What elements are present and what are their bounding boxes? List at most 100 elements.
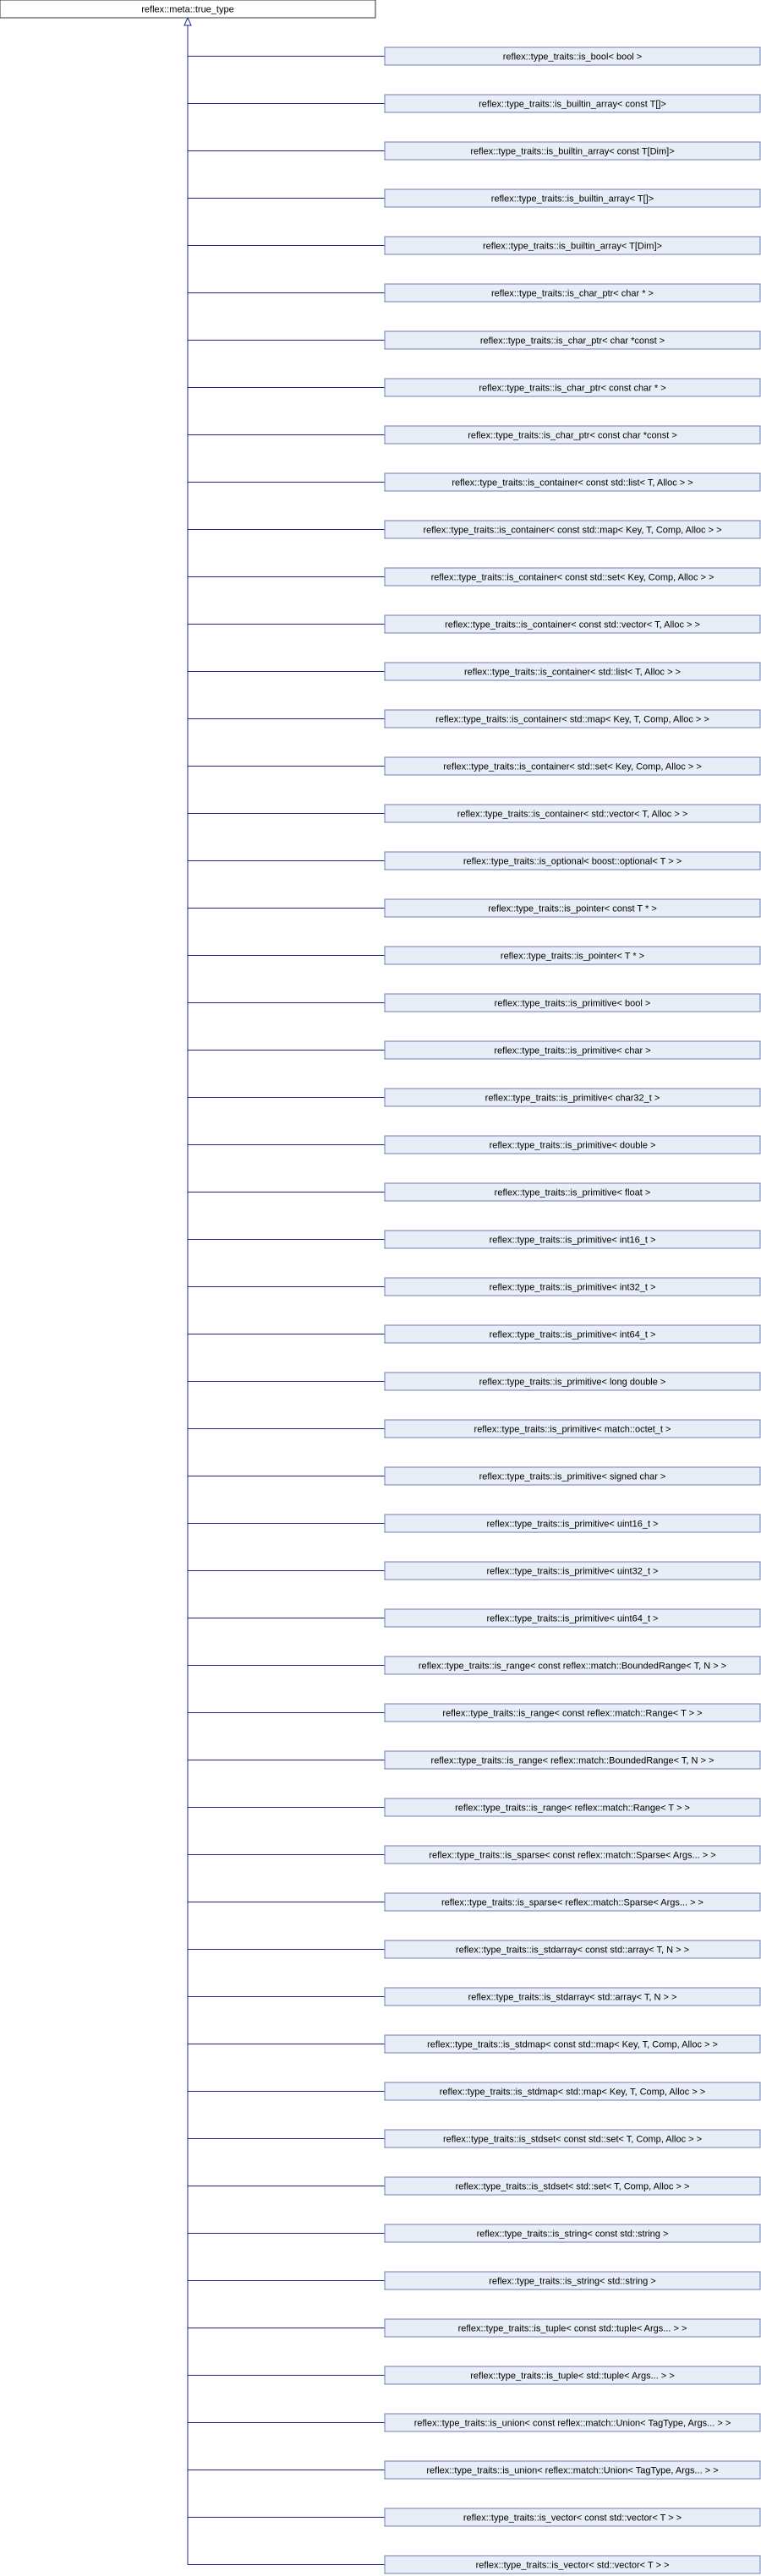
- derived-class-label: reflex::type_traits::is_primitive< uint3…: [487, 1567, 659, 1577]
- derived-class-node[interactable]: reflex::type_traits::is_range< const ref…: [384, 1703, 761, 1722]
- derived-class-label: reflex::type_traits::is_primitive< long …: [479, 1378, 666, 1388]
- derived-class-node[interactable]: reflex::type_traits::is_builtin_array< c…: [384, 141, 761, 161]
- derived-class-box: [384, 898, 761, 918]
- derived-class-node[interactable]: reflex::type_traits::is_primitive< uint1…: [384, 1514, 761, 1533]
- derived-class-node[interactable]: reflex::type_traits::is_union< reflex::m…: [384, 2460, 761, 2480]
- derived-class-node[interactable]: reflex::type_traits::is_string< const st…: [384, 2224, 761, 2243]
- derived-class-label: reflex::type_traits::is_primitive< int32…: [490, 1283, 656, 1293]
- derived-class-label: reflex::type_traits::is_stdmap< const st…: [427, 2040, 718, 2050]
- derived-class-node[interactable]: reflex::type_traits::is_char_ptr< const …: [384, 425, 761, 445]
- derived-class-box: [384, 567, 761, 587]
- derived-class-node[interactable]: reflex::type_traits::is_primitive< signe…: [384, 1466, 761, 1486]
- derived-class-node[interactable]: reflex::type_traits::is_range< reflex::m…: [384, 1798, 761, 1817]
- derived-class-label: reflex::type_traits::is_stdset< const st…: [443, 2135, 702, 2145]
- derived-class-box: [384, 2555, 761, 2574]
- derived-class-box: [384, 1230, 761, 1249]
- derived-class-node[interactable]: reflex::type_traits::is_container< const…: [384, 614, 761, 634]
- derived-class-node[interactable]: reflex::type_traits::is_builtin_array< T…: [384, 236, 761, 255]
- derived-class-node[interactable]: reflex::type_traits::is_pointer< T * >: [384, 946, 761, 965]
- derived-class-node[interactable]: reflex::type_traits::is_sparse< reflex::…: [384, 1892, 761, 1912]
- derived-class-label: reflex::type_traits::is_stdset< std::set…: [456, 2182, 690, 2192]
- derived-class-label: reflex::type_traits::is_primitive< match…: [474, 1425, 671, 1435]
- derived-class-box: [384, 1514, 761, 1533]
- derived-class-node[interactable]: reflex::type_traits::is_primitive< uint3…: [384, 1561, 761, 1580]
- derived-class-label: reflex::type_traits::is_range< const ref…: [419, 1662, 726, 1672]
- derived-class-node[interactable]: reflex::type_traits::is_primitive< char …: [384, 1040, 761, 1060]
- derived-class-node[interactable]: reflex::type_traits::is_primitive< int32…: [384, 1277, 761, 1296]
- derived-class-node[interactable]: reflex::type_traits::is_char_ptr< char *…: [384, 283, 761, 303]
- derived-class-box: [384, 1040, 761, 1060]
- derived-class-node[interactable]: reflex::type_traits::is_container< const…: [384, 472, 761, 492]
- derived-class-box: [384, 2224, 761, 2243]
- derived-class-node[interactable]: reflex::type_traits::is_bool< bool >: [384, 46, 761, 66]
- derived-class-box: [384, 614, 761, 634]
- derived-class-box: [384, 2082, 761, 2101]
- derived-class-box: [384, 1750, 761, 1770]
- derived-class-node[interactable]: reflex::type_traits::is_stdarray< const …: [384, 1940, 761, 1959]
- derived-class-node[interactable]: reflex::type_traits::is_primitive< int64…: [384, 1324, 761, 1344]
- derived-class-node[interactable]: reflex::type_traits::is_pointer< const T…: [384, 898, 761, 918]
- derived-class-label: reflex::type_traits::is_range< reflex::m…: [431, 1756, 714, 1766]
- derived-class-node[interactable]: reflex::type_traits::is_primitive< long …: [384, 1372, 761, 1391]
- derived-class-node[interactable]: reflex::type_traits::is_vector< const st…: [384, 2508, 761, 2527]
- derived-class-label: reflex::type_traits::is_container< const…: [431, 573, 714, 583]
- root-node[interactable]: reflex::meta::true_type: [0, 0, 376, 19]
- derived-class-node[interactable]: reflex::type_traits::is_container< std::…: [384, 662, 761, 681]
- derived-class-node[interactable]: reflex::type_traits::is_primitive< bool …: [384, 993, 761, 1012]
- derived-class-node[interactable]: reflex::type_traits::is_container< std::…: [384, 756, 761, 776]
- derived-class-box: [384, 1940, 761, 1959]
- derived-class-node[interactable]: reflex::type_traits::is_stdset< std::set…: [384, 2176, 761, 2196]
- derived-class-node[interactable]: reflex::type_traits::is_range< const ref…: [384, 1656, 761, 1675]
- derived-class-node[interactable]: reflex::type_traits::is_container< const…: [384, 520, 761, 539]
- derived-class-box: [384, 1798, 761, 1817]
- derived-class-label: reflex::type_traits::is_container< const…: [445, 620, 700, 630]
- derived-class-label: reflex::type_traits::is_primitive< uint6…: [487, 1614, 659, 1624]
- derived-class-node[interactable]: reflex::type_traits::is_string< std::str…: [384, 2271, 761, 2290]
- derived-class-node[interactable]: reflex::type_traits::is_vector< std::vec…: [384, 2555, 761, 2574]
- derived-class-node[interactable]: reflex::type_traits::is_stdset< const st…: [384, 2129, 761, 2148]
- derived-class-label: reflex::type_traits::is_primitive< uint1…: [487, 1520, 659, 1530]
- derived-class-box: [384, 1987, 761, 2006]
- derived-class-node[interactable]: reflex::type_traits::is_builtin_array< c…: [384, 94, 761, 113]
- derived-class-node[interactable]: reflex::type_traits::is_builtin_array< T…: [384, 188, 761, 208]
- derived-class-node[interactable]: reflex::type_traits::is_char_ptr< const …: [384, 378, 761, 397]
- derived-class-box: [384, 1656, 761, 1675]
- derived-class-node[interactable]: reflex::type_traits::is_tuple< std::tupl…: [384, 2366, 761, 2385]
- derived-class-node[interactable]: reflex::type_traits::is_stdmap< const st…: [384, 2034, 761, 2054]
- derived-class-label: reflex::type_traits::is_primitive< char …: [494, 1046, 650, 1056]
- derived-class-label: reflex::type_traits::is_char_ptr< const …: [468, 431, 677, 441]
- derived-class-node[interactable]: reflex::type_traits::is_union< const ref…: [384, 2413, 761, 2432]
- derived-class-node[interactable]: reflex::type_traits::is_char_ptr< char *…: [384, 330, 761, 350]
- derived-class-node[interactable]: reflex::type_traits::is_stdmap< std::map…: [384, 2082, 761, 2101]
- derived-class-box: [384, 236, 761, 255]
- derived-class-node[interactable]: reflex::type_traits::is_optional< boost:…: [384, 851, 761, 870]
- derived-class-box: [384, 709, 761, 729]
- derived-class-node[interactable]: reflex::type_traits::is_sparse< const re…: [384, 1845, 761, 1864]
- derived-class-box: [384, 2366, 761, 2385]
- derived-class-box: [384, 2460, 761, 2480]
- derived-class-node[interactable]: reflex::type_traits::is_range< reflex::m…: [384, 1750, 761, 1770]
- derived-class-node[interactable]: reflex::type_traits::is_primitive< match…: [384, 1419, 761, 1438]
- derived-class-label: reflex::type_traits::is_bool< bool >: [503, 52, 642, 63]
- derived-class-label: reflex::type_traits::is_primitive< int16…: [490, 1236, 656, 1246]
- derived-class-node[interactable]: reflex::type_traits::is_primitive< uint6…: [384, 1608, 761, 1628]
- derived-class-node[interactable]: reflex::type_traits::is_primitive< int16…: [384, 1230, 761, 1249]
- derived-class-label: reflex::type_traits::is_builtin_array< T…: [483, 242, 662, 252]
- derived-class-box: [384, 1182, 761, 1202]
- derived-class-node[interactable]: reflex::type_traits::is_container< std::…: [384, 804, 761, 823]
- derived-node-group: reflex::type_traits::is_bool< bool >refl…: [384, 46, 761, 2574]
- derived-class-label: reflex::type_traits::is_container< std::…: [435, 715, 709, 725]
- derived-class-node[interactable]: reflex::type_traits::is_container< const…: [384, 567, 761, 587]
- derived-class-label: reflex::type_traits::is_range< reflex::m…: [455, 1804, 690, 1814]
- derived-class-node[interactable]: reflex::type_traits::is_container< std::…: [384, 709, 761, 729]
- derived-class-node[interactable]: reflex::type_traits::is_tuple< const std…: [384, 2318, 761, 2338]
- derived-class-node[interactable]: reflex::type_traits::is_primitive< char3…: [384, 1088, 761, 1107]
- derived-class-node[interactable]: reflex::type_traits::is_stdarray< std::a…: [384, 1987, 761, 2006]
- derived-class-box: [384, 378, 761, 397]
- derived-class-label: reflex::type_traits::is_string< const st…: [477, 2229, 669, 2240]
- derived-class-label: reflex::type_traits::is_builtin_array< c…: [470, 147, 674, 157]
- derived-class-node[interactable]: reflex::type_traits::is_primitive< float…: [384, 1182, 761, 1202]
- derived-class-label: reflex::type_traits::is_primitive< doubl…: [490, 1141, 656, 1151]
- derived-class-node[interactable]: reflex::type_traits::is_primitive< doubl…: [384, 1135, 761, 1154]
